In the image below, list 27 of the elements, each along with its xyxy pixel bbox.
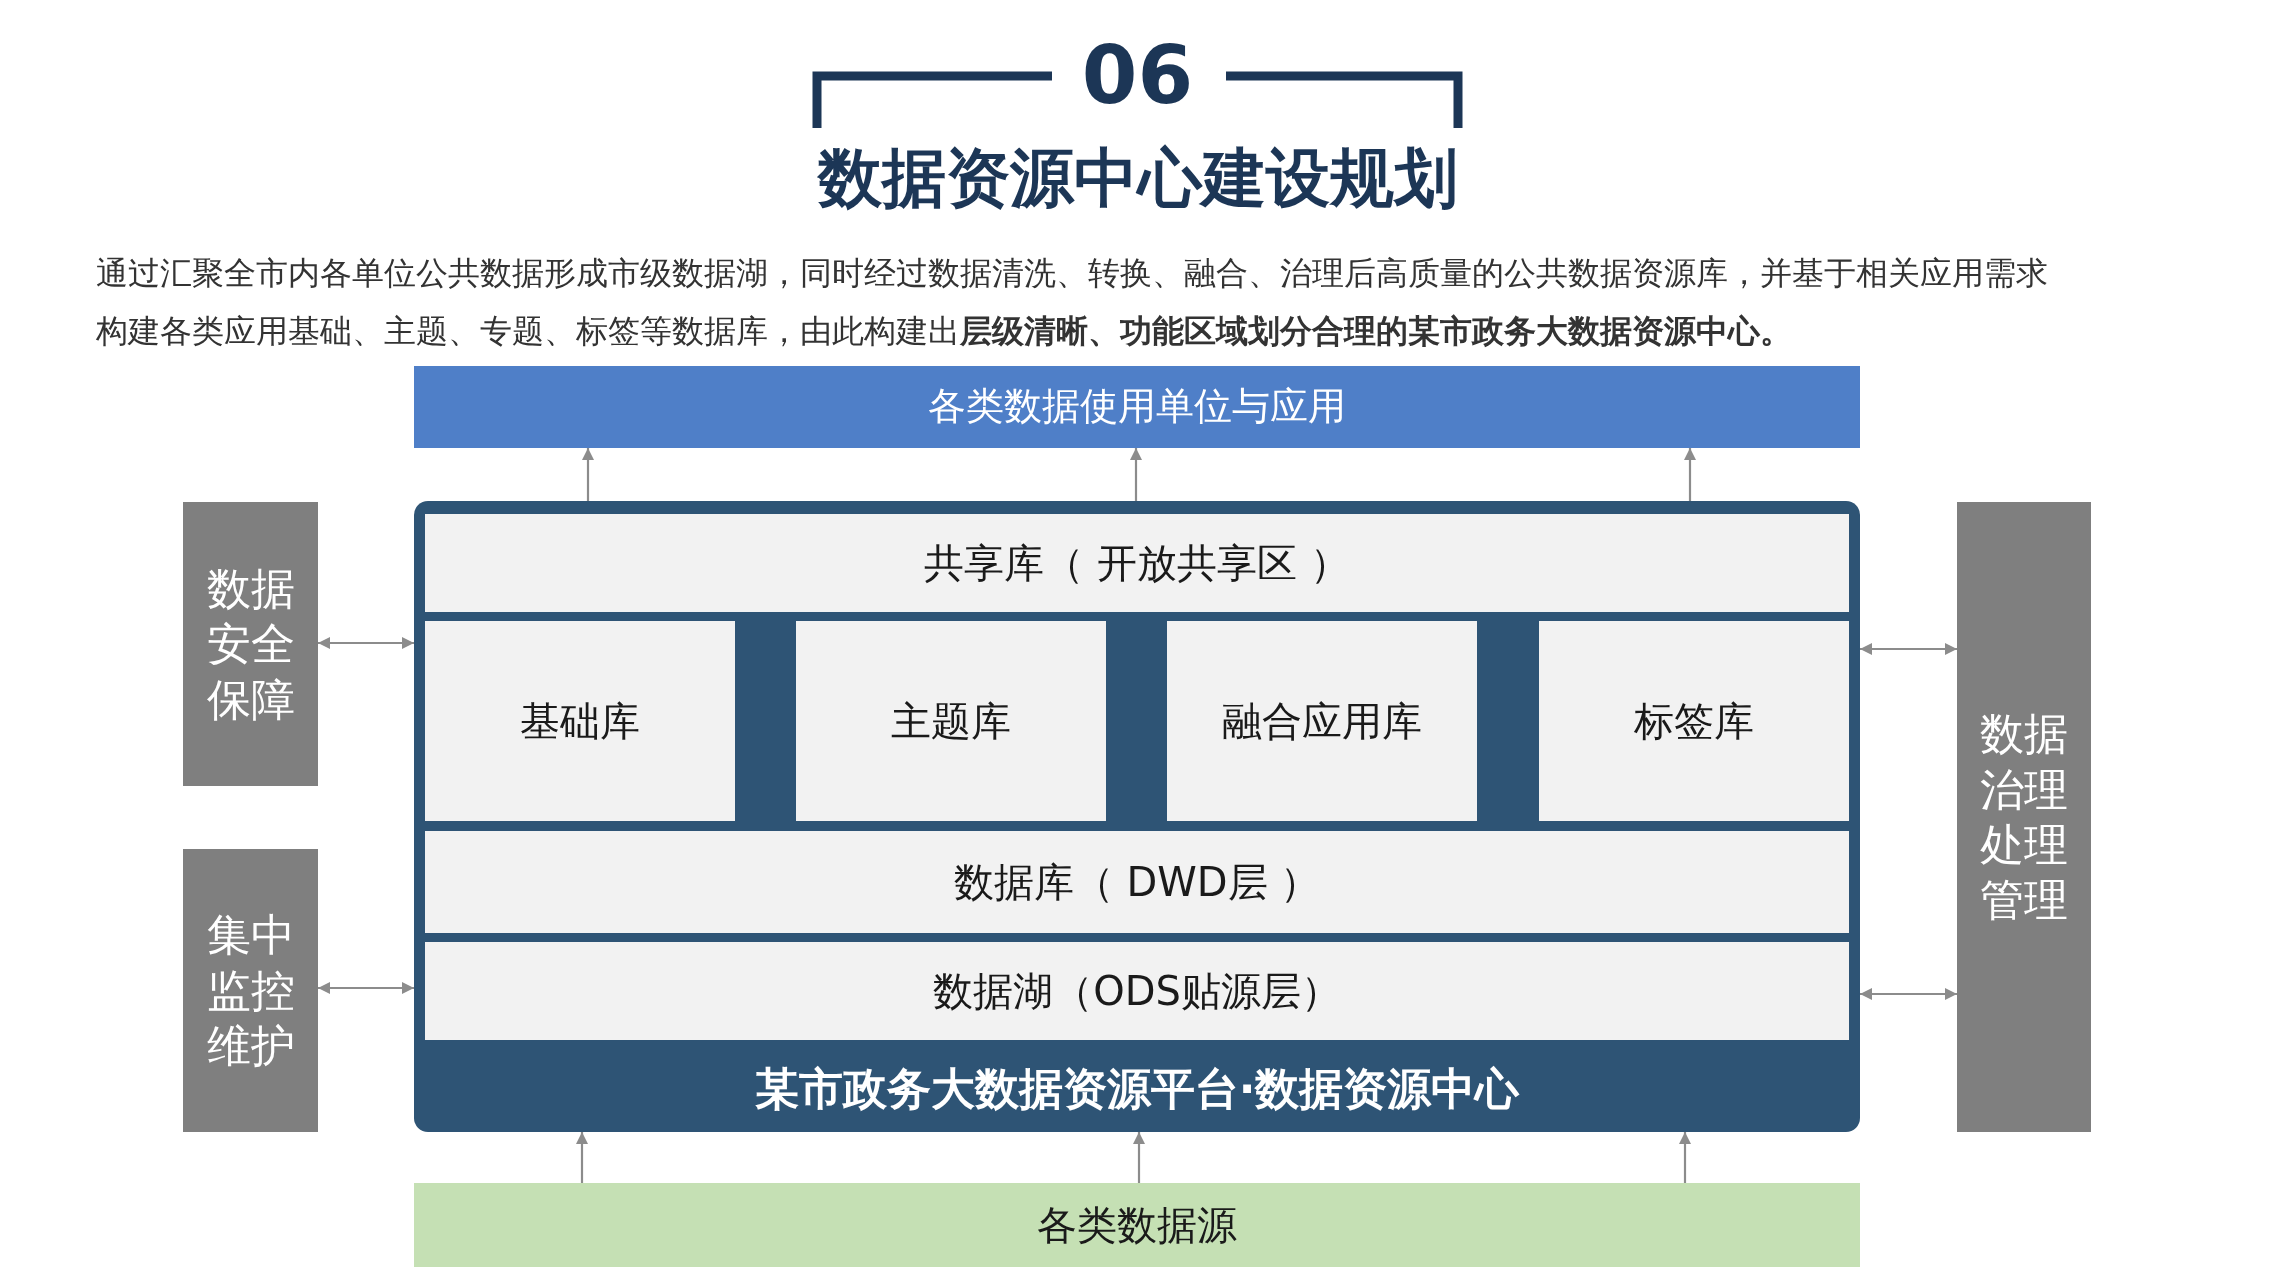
layer-band: 各类数据使用单位与应用: [414, 366, 1860, 448]
double-arrow: [1860, 988, 1957, 1000]
arrow: [1130, 448, 1142, 501]
description-paragraph: 通过汇聚全市内各单位公共数据形成市级数据湖，同时经过数据清洗、转换、融合、治理后高质量的公共数据资源库，并基于相关应用需求构建各类应用基础、主题、专题、标签等数据库，由此构建出层级清晰、功能区域划分合理的某市政务大数据资源中心。: [96, 253, 2049, 352]
arrow: [582, 448, 594, 501]
section-number: 06: [1081, 36, 1194, 116]
library-box: 基础库: [425, 621, 735, 821]
layer-band: 各类数据源: [414, 1183, 1860, 1267]
diagram-title: 数据资源中心建设规划: [817, 140, 1458, 217]
layer-bar: 数据湖（ODS贴源层）: [425, 942, 1849, 1040]
library-box: 标签库: [1539, 621, 1849, 821]
side-panel: 数据安全保障: [183, 502, 318, 786]
layer-bar: 共享库（ 开放共享区 ）: [425, 514, 1849, 612]
double-arrow: [318, 982, 414, 994]
library-box: 主题库: [796, 621, 1106, 821]
panel-title: 某市政务大数据资源平台·数据资源中心: [753, 1061, 1521, 1116]
library-box: 融合应用库: [1167, 621, 1477, 821]
arrow: [1133, 1132, 1145, 1183]
arrow: [576, 1132, 588, 1183]
double-arrow: [318, 637, 414, 649]
arrow: [1679, 1132, 1691, 1183]
platform-panel: [414, 501, 1860, 1132]
layer-bar: 数据库（ DWD层 ）: [425, 831, 1849, 933]
side-panel: 集中监控维护: [183, 849, 318, 1132]
side-panel: 数据治理处理管理: [1957, 502, 2091, 1132]
arrow: [1684, 448, 1696, 501]
double-arrow: [1860, 643, 1957, 655]
